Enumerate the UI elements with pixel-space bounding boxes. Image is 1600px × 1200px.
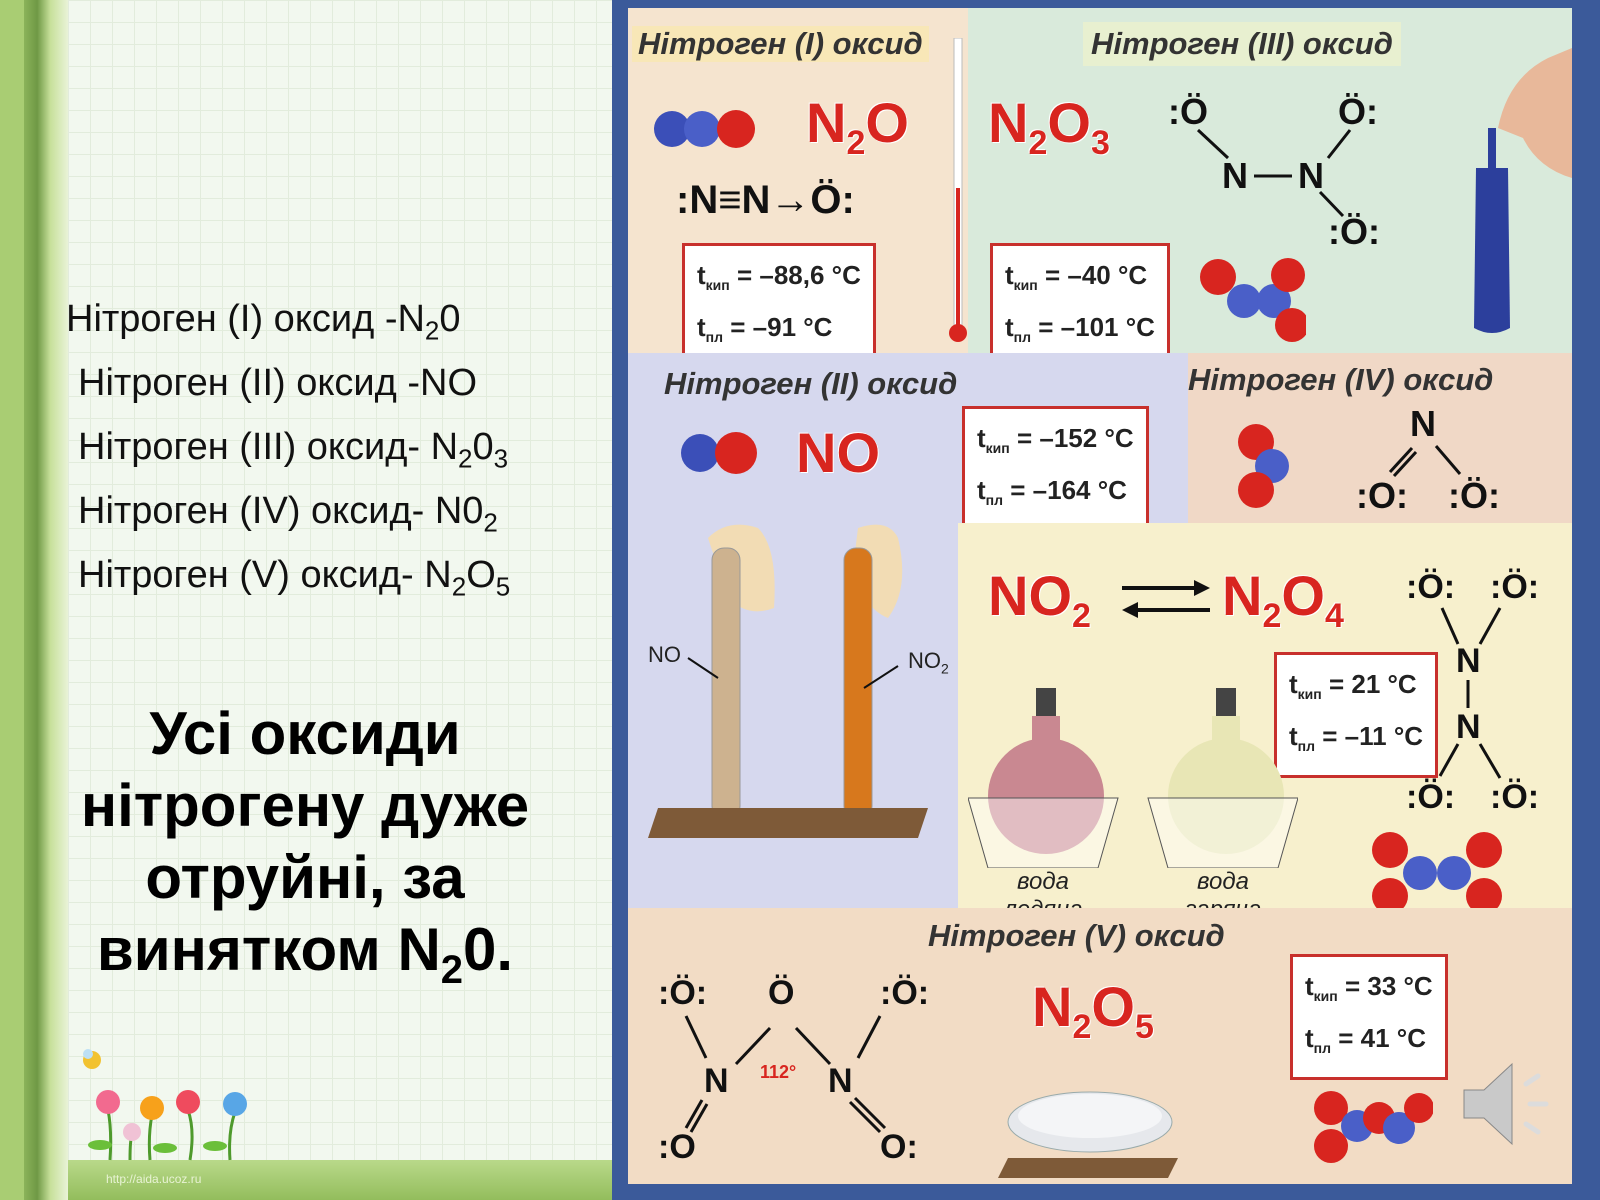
- svg-text:N: N: [1298, 155, 1324, 196]
- oxide-line-4: Нітроген (IV) оксид- N02: [78, 490, 498, 538]
- decor-stripe-gradient: [24, 0, 68, 1200]
- thermometer-icon: [949, 38, 967, 342]
- svg-text::O: :O: [658, 1128, 696, 1166]
- speaker-icon[interactable]: [1454, 1054, 1564, 1154]
- svg-text:N: N: [1456, 642, 1481, 680]
- formula-n2o4: N2O4: [1222, 564, 1344, 636]
- svg-text::O:: :O:: [1356, 475, 1408, 516]
- heading-n2o3: Нітроген (III) оксид: [1083, 22, 1401, 66]
- n2o3-structure-icon: :Ö Ö: N N :Ö:: [1168, 91, 1380, 252]
- svg-text::Ö:: :Ö:: [658, 974, 707, 1012]
- svg-text::Ö:: :Ö:: [1328, 211, 1380, 252]
- oxide-line-2: Нітроген (II) оксид -NO: [78, 362, 478, 404]
- temp-box-n2o: tкип = –88,6 °C tпл = –91 °C: [682, 243, 876, 370]
- lewis-n2o: :N≡N→Ö:: [676, 178, 855, 222]
- oxide-line-3: Нітроген (III) оксид- N203: [78, 426, 509, 474]
- svg-text:Ö:: Ö:: [1338, 91, 1378, 132]
- tube-label-no: NO: [648, 642, 681, 667]
- hand-ampoule-icon: [1474, 48, 1572, 333]
- n2o3-model-icon: [1200, 258, 1306, 342]
- formula-n2o5: N2O5: [1032, 975, 1154, 1047]
- heading-n2o5: Нітроген (V) оксид: [928, 918, 1225, 953]
- oxide-line-1: Нітроген (I) оксид -N20: [66, 298, 461, 346]
- temp-box-n2o5: tкип = 33 °C tпл = 41 °C: [1290, 954, 1448, 1081]
- slide-text-panel: http://aida.ucoz.ru: [68, 0, 612, 1200]
- flasks-icon: [968, 688, 1298, 869]
- n2o-model-icon: [654, 110, 755, 148]
- oxide-line-5: Нітроген (V) оксид- N2O5: [78, 554, 511, 602]
- no-model-icon: [681, 432, 757, 474]
- flowers-icon: [83, 1049, 247, 1161]
- n2o5-model-icon: [1314, 1091, 1433, 1163]
- svg-text::Ö:: :Ö:: [1448, 475, 1500, 516]
- svg-text::Ö:: :Ö:: [1406, 568, 1455, 606]
- petri-dish-icon: [998, 1091, 1178, 1178]
- toxicity-note: Усі оксиди нітрогену дуже отруйні, за ви…: [80, 700, 530, 992]
- decor-stripe: [0, 0, 24, 1200]
- heading-n2o: Нітроген (I) оксид: [632, 26, 929, 62]
- svg-text::Ö:: :Ö:: [1406, 778, 1455, 816]
- no2-model-icon: [1238, 424, 1289, 508]
- test-tubes-icon: [648, 524, 928, 838]
- svg-text:Ö: Ö: [768, 974, 794, 1012]
- formula-n2o: N2O: [806, 91, 909, 163]
- svg-text:N: N: [704, 1062, 729, 1100]
- svg-text:N: N: [1222, 155, 1248, 196]
- bond-angle-label: 112°: [760, 1062, 796, 1082]
- n2o4-model-icon: [1372, 832, 1502, 914]
- n2o4-structure-icon: :Ö::Ö: NN :Ö::Ö:: [1406, 568, 1539, 816]
- svg-text::Ö:: :Ö:: [1490, 778, 1539, 816]
- svg-text:N: N: [1456, 708, 1481, 746]
- svg-text:O:: O:: [880, 1128, 918, 1166]
- footer-url: http://aida.ucoz.ru: [106, 1172, 202, 1186]
- tube-label-no2: NO2: [908, 648, 949, 677]
- equilibrium-arrows-icon: [1122, 580, 1210, 618]
- heading-no: Нітроген (II) оксид: [664, 366, 958, 401]
- temp-box-n2o4: tкип = 21 °C tпл = –11 °C: [1274, 652, 1439, 779]
- svg-text:N: N: [828, 1062, 853, 1100]
- formula-no: NO: [796, 421, 880, 484]
- no2-structure-icon: N:O: :Ö:: [1356, 404, 1500, 516]
- temp-box-n2o3: tкип = –40 °C tпл = –101 °C: [990, 243, 1170, 370]
- svg-text::Ö:: :Ö:: [1490, 568, 1539, 606]
- formula-n2o3: N2O3: [988, 91, 1110, 163]
- svg-text::Ö: :Ö: [1168, 91, 1208, 132]
- heading-no2: Нітроген (IV) оксид: [1188, 362, 1494, 397]
- svg-text::Ö:: :Ö:: [880, 974, 928, 1012]
- formula-no2: NO2: [988, 564, 1091, 636]
- n2o5-structure-icon: :Ö: Ö :Ö: N N :O O: 112°: [658, 974, 928, 1166]
- svg-text:N: N: [1410, 404, 1436, 444]
- temp-box-no: tкип = –152 °C tпл = –164 °C: [962, 406, 1149, 533]
- slide-footer-bar: http://aida.ucoz.ru: [68, 1160, 612, 1200]
- nitrogen-oxides-poster: Нітроген (I) оксид N2O :N≡N→Ö: tкип = –8…: [628, 8, 1572, 1184]
